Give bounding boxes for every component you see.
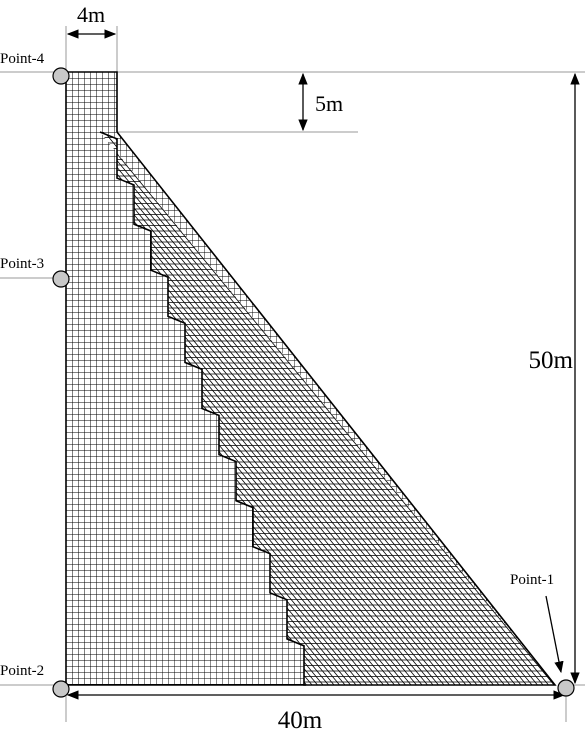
point-3-marker — [52, 270, 70, 288]
point-3-label: Point-3 — [0, 256, 44, 272]
point-1-marker — [557, 679, 575, 697]
crest-width-label: 4m — [77, 2, 105, 27]
skewed-mesh-background — [100, 132, 555, 685]
point-4-marker — [52, 67, 70, 85]
mesh-line-parallel — [100, 132, 538, 685]
point-1-label: Point-1 — [510, 572, 554, 588]
dam-outline — [65, 71, 557, 686]
mesh-line-parallel — [100, 132, 445, 685]
point-2-label: Point-2 — [0, 663, 44, 679]
mesh-line-parallel — [100, 132, 450, 685]
mesh-line-parallel — [100, 132, 555, 685]
mesh-line-parallel — [100, 132, 527, 685]
mesh-line-parallel — [100, 132, 472, 685]
crest-width-dimension: 4m — [66, 2, 117, 39]
point-markers: Point-4 Point-3 Point-2 Point-1 — [0, 51, 575, 698]
dam-height-dimension: 50m — [529, 72, 580, 685]
mesh-line-parallel — [100, 132, 522, 685]
mesh-line-parallel — [100, 132, 439, 685]
mesh-line-parallel — [100, 132, 456, 685]
base-width-dimension: 40m — [66, 690, 566, 734]
point-4-label: Point-4 — [0, 51, 45, 67]
mesh-line-parallel — [100, 132, 549, 685]
dam-body — [65, 71, 557, 686]
mesh-line-parallel — [100, 132, 461, 685]
step-height-label: 5m — [315, 91, 343, 116]
mesh-line-parallel — [100, 132, 533, 685]
mesh-line-parallel — [100, 132, 467, 685]
base-width-label: 40m — [278, 707, 323, 734]
point-1-pointer-arrow — [545, 595, 564, 674]
point-2-marker — [52, 680, 70, 698]
step-height-dimension: 5m — [298, 72, 343, 132]
dam-height-label: 50m — [529, 347, 574, 374]
mesh-line-parallel — [100, 132, 434, 685]
mesh-transition-boundary — [99, 131, 306, 686]
mesh-line-parallel — [100, 132, 478, 685]
mesh-line-parallel — [100, 132, 516, 685]
mesh-line-parallel — [100, 132, 544, 685]
